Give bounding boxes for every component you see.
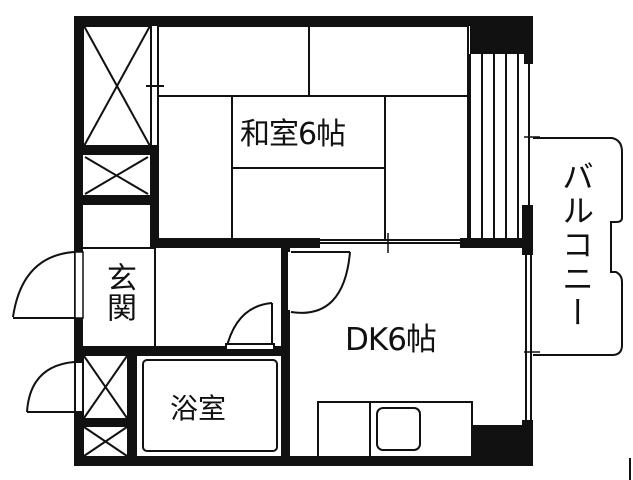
room-label-dk: DK6帖 (345, 322, 437, 358)
closet-upper (82, 25, 164, 147)
room-label-genkan: 玄関 (101, 262, 136, 322)
closet-lower (82, 354, 129, 458)
room-label-bath: 浴室 (170, 392, 227, 425)
room-label-washitsu: 和室6帖 (240, 117, 346, 152)
kitchen-counter (317, 401, 473, 459)
closet-door[interactable] (26, 361, 84, 413)
closet-small (84, 156, 149, 195)
outer-walls (74, 16, 533, 466)
dk-door[interactable] (290, 251, 351, 314)
room-label-balcony: バルコニー (557, 160, 595, 330)
bathtub (142, 359, 278, 452)
entrance-door[interactable] (12, 251, 75, 319)
balcony-outline (533, 137, 623, 356)
bath-door[interactable] (225, 302, 275, 351)
window-stripes (469, 54, 530, 238)
